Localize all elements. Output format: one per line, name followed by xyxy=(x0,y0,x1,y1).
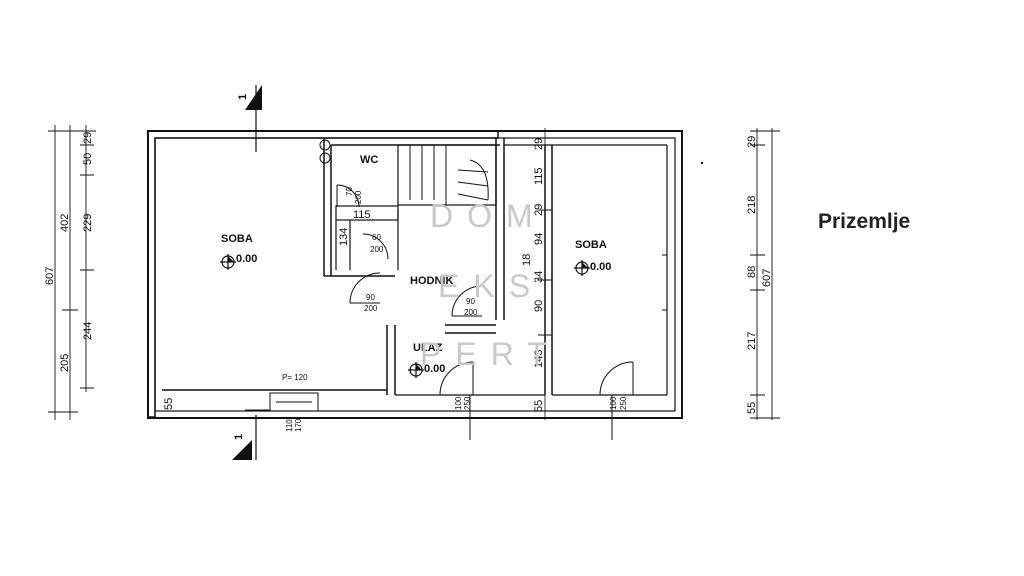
door-storage-height: 200 xyxy=(370,245,384,254)
door-ulaz-height: 250 xyxy=(463,396,472,410)
dim-right-88: 88 xyxy=(746,266,758,278)
dim-center-18: 18 xyxy=(521,254,533,266)
dim-left-50: 50 xyxy=(82,153,94,165)
dim-left-205: 205 xyxy=(59,354,71,372)
outer-wall xyxy=(147,130,683,419)
watermark-line-3: PERT xyxy=(420,336,561,372)
door-hodnik-height: 200 xyxy=(464,308,478,317)
dim-right-29: 29 xyxy=(746,136,758,148)
dim-center-115: 115 xyxy=(533,167,545,185)
door-storage-width: 60 xyxy=(372,233,381,242)
room-label-wc: WC xyxy=(360,154,378,166)
room-label-ulaz: ULAZ xyxy=(413,342,443,354)
dim-right-55: 55 xyxy=(746,402,758,414)
watermark-line-2: EKS xyxy=(438,268,545,304)
dim-center-143: 143 xyxy=(533,350,545,368)
dim-left-402: 402 xyxy=(59,214,71,232)
door-soba-right-height: 250 xyxy=(619,396,628,410)
dim-center-29b: 29 xyxy=(533,204,545,216)
level-soba-left: 0.00 xyxy=(236,253,257,265)
level-soba-right: 0.00 xyxy=(590,261,611,273)
door-soba-left-height: 200 xyxy=(364,304,378,313)
window-front-width: 110 xyxy=(285,419,294,432)
room-label-soba-left: SOBA xyxy=(221,233,253,245)
door-wc-width: 70 xyxy=(345,187,354,196)
window-front-height: 170 xyxy=(294,418,303,432)
wc-width: 115 xyxy=(353,209,371,221)
level-ulaz: 0.00 xyxy=(424,363,445,375)
dim-center-94: 94 xyxy=(533,233,545,245)
dim-left-229: 229 xyxy=(82,214,94,232)
dim-right-217: 217 xyxy=(746,332,758,350)
door-soba-left-width: 90 xyxy=(366,293,375,302)
wc-depth: 134 xyxy=(338,228,350,246)
left-sill: 55 xyxy=(163,398,175,410)
door-hodnik-width: 90 xyxy=(466,297,475,306)
door-ulaz-width: 100 xyxy=(454,396,463,410)
door-wc-height: 200 xyxy=(354,190,363,204)
section-mark-bottom: 1 xyxy=(233,434,245,440)
watermark-line-1: DOM xyxy=(430,198,547,234)
section-mark-top: 1 xyxy=(237,94,249,100)
dim-left-29: 29 xyxy=(82,132,94,144)
room-label-hodnik: HODNIK xyxy=(410,275,453,287)
dim-center-55: 55 xyxy=(533,400,545,412)
dim-center-29a: 29 xyxy=(533,138,545,150)
dim-center-34: 34 xyxy=(533,271,545,283)
door-soba-right-width: 100 xyxy=(609,396,618,410)
dim-left-total: 607 xyxy=(44,267,56,285)
area-note: P= 120 xyxy=(282,373,308,382)
room-label-soba-right: SOBA xyxy=(575,239,607,251)
dim-right-total: 607 xyxy=(761,269,773,287)
dim-right-218: 218 xyxy=(746,196,758,214)
floor-title: Prizemlje xyxy=(818,210,911,233)
dim-center-90: 90 xyxy=(533,300,545,312)
dim-left-244: 244 xyxy=(82,322,94,340)
